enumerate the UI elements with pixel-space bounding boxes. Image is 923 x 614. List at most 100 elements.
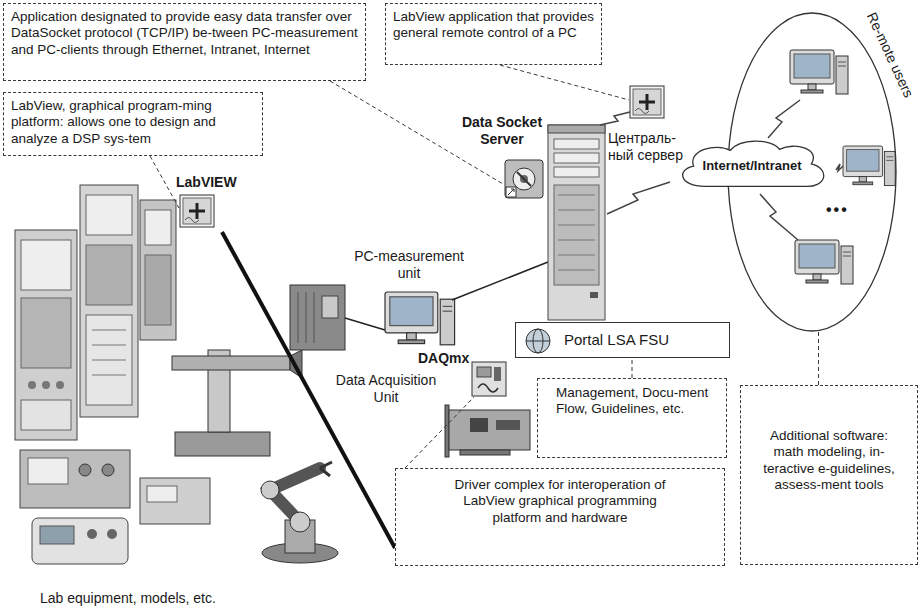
pci-card — [496, 420, 520, 430]
wireless-link — [768, 100, 800, 138]
cable-line — [345, 318, 385, 330]
component-label: PC-measurement unit — [352, 248, 466, 282]
pxi-card — [314, 292, 315, 343]
server-tower — [554, 167, 599, 177]
lab-equipment — [92, 330, 126, 331]
lab-equipment — [145, 210, 171, 245]
callout-text: Application designated to provide easy d… — [11, 9, 358, 58]
callout-box: Application designated to provide easy d… — [3, 3, 366, 81]
datasocket-icon — [517, 172, 531, 186]
component-label: Data Acquisition Unit — [330, 372, 442, 406]
server-tower — [554, 185, 599, 285]
portal-label: Portal LSA FSU — [564, 331, 719, 349]
pxi-card — [290, 285, 345, 350]
daqmx-icon — [478, 384, 498, 392]
lab-equipment — [102, 464, 114, 476]
lab-equipment — [86, 315, 132, 405]
leader-line — [330, 81, 503, 184]
server-tower — [554, 153, 599, 163]
server-tower — [590, 292, 598, 298]
server-tower — [548, 125, 605, 320]
leader-connector — [818, 331, 819, 385]
lab-equipment — [56, 381, 64, 389]
pxi-card — [298, 292, 299, 343]
daqmx-icon — [494, 367, 501, 381]
lab-equipment — [320, 462, 332, 476]
lab-equipment — [21, 298, 71, 368]
callout-text: Management, Docu-ment Flow, Guidelines, … — [556, 385, 718, 418]
leader-connector — [632, 358, 633, 378]
lab-equipment — [15, 185, 338, 564]
globe-icon — [526, 329, 550, 353]
lab-equipment — [172, 356, 290, 370]
daqmx-icon — [477, 367, 491, 377]
lab-equipment — [15, 230, 77, 440]
wireless-link — [760, 194, 798, 240]
callout-text: LabView, graphical program-ming platform… — [11, 98, 255, 147]
callout-text: LabView application that provides genera… — [393, 9, 594, 42]
lab-equipment — [32, 518, 128, 564]
datasocket-icon — [505, 160, 543, 198]
pci-card — [460, 450, 510, 455]
lab-equipment — [21, 400, 71, 430]
server-tower — [548, 125, 605, 320]
lab-equipment — [40, 526, 74, 544]
datasocket-icon — [508, 189, 514, 195]
remote-computer — [843, 146, 895, 186]
pxi-card — [322, 296, 338, 318]
lab-equipment — [20, 450, 130, 508]
server-tower — [558, 270, 595, 271]
lab-equipment — [175, 432, 270, 456]
lab-equipment — [28, 458, 68, 484]
callout-text: Additional software: math modeling, in-t… — [754, 428, 904, 494]
component-label: LabVIEW — [176, 174, 237, 191]
lab-equipment — [28, 381, 36, 389]
leader-line — [500, 65, 629, 100]
network-cloud: Internet/Intranet — [673, 137, 832, 193]
remote-computer — [790, 50, 848, 94]
remote-computer — [795, 240, 853, 284]
cable-line — [452, 262, 548, 300]
component-label: Централь-ный сервер — [608, 130, 690, 164]
pci-card — [470, 418, 488, 432]
wireless-link — [836, 164, 843, 171]
server-tower — [548, 125, 605, 133]
daqmx-icon — [472, 362, 506, 396]
ellipsis-mark: ••• — [826, 200, 849, 219]
labview-icon — [180, 195, 214, 227]
daqmx-icon — [472, 362, 506, 396]
lab-equipment — [86, 245, 132, 305]
lab-equipment — [107, 529, 117, 539]
lab-equipment — [21, 240, 71, 290]
lab-equipment — [290, 512, 310, 532]
server-tower — [558, 240, 595, 241]
divider-line — [222, 232, 395, 548]
lab-equipment — [79, 464, 91, 476]
globe-icon — [526, 329, 550, 353]
pxi-card — [290, 285, 345, 350]
server-tower — [554, 139, 599, 149]
server-tower — [558, 255, 595, 256]
wireless-link — [607, 182, 670, 214]
portal-box: Portal LSA FSU — [515, 322, 730, 358]
callout-box: LabView application that provides genera… — [385, 3, 602, 65]
lab-equipment — [92, 360, 126, 361]
component-label: Data Socket Server — [458, 114, 546, 148]
server-tower — [558, 225, 595, 226]
pci-card — [445, 405, 449, 457]
datasocket-icon — [506, 187, 516, 197]
server-tower — [558, 195, 595, 196]
cloud-outline — [682, 141, 823, 186]
component-label: DAQmx — [418, 350, 469, 367]
leader-line — [405, 397, 474, 468]
lab-equipment — [80, 185, 138, 417]
lab-equipment — [140, 478, 210, 524]
cloud-label: Internet/Intranet — [703, 158, 802, 173]
callout-box: Additional software: math modeling, in-t… — [740, 385, 918, 565]
globe-icon — [526, 341, 550, 342]
callout-text: Driver complex for interoperation of Lab… — [440, 477, 680, 526]
illustration-caption: Lab equipment, models, etc. — [40, 590, 216, 607]
lab-equipment — [42, 381, 50, 389]
datasocket-icon — [505, 160, 543, 198]
